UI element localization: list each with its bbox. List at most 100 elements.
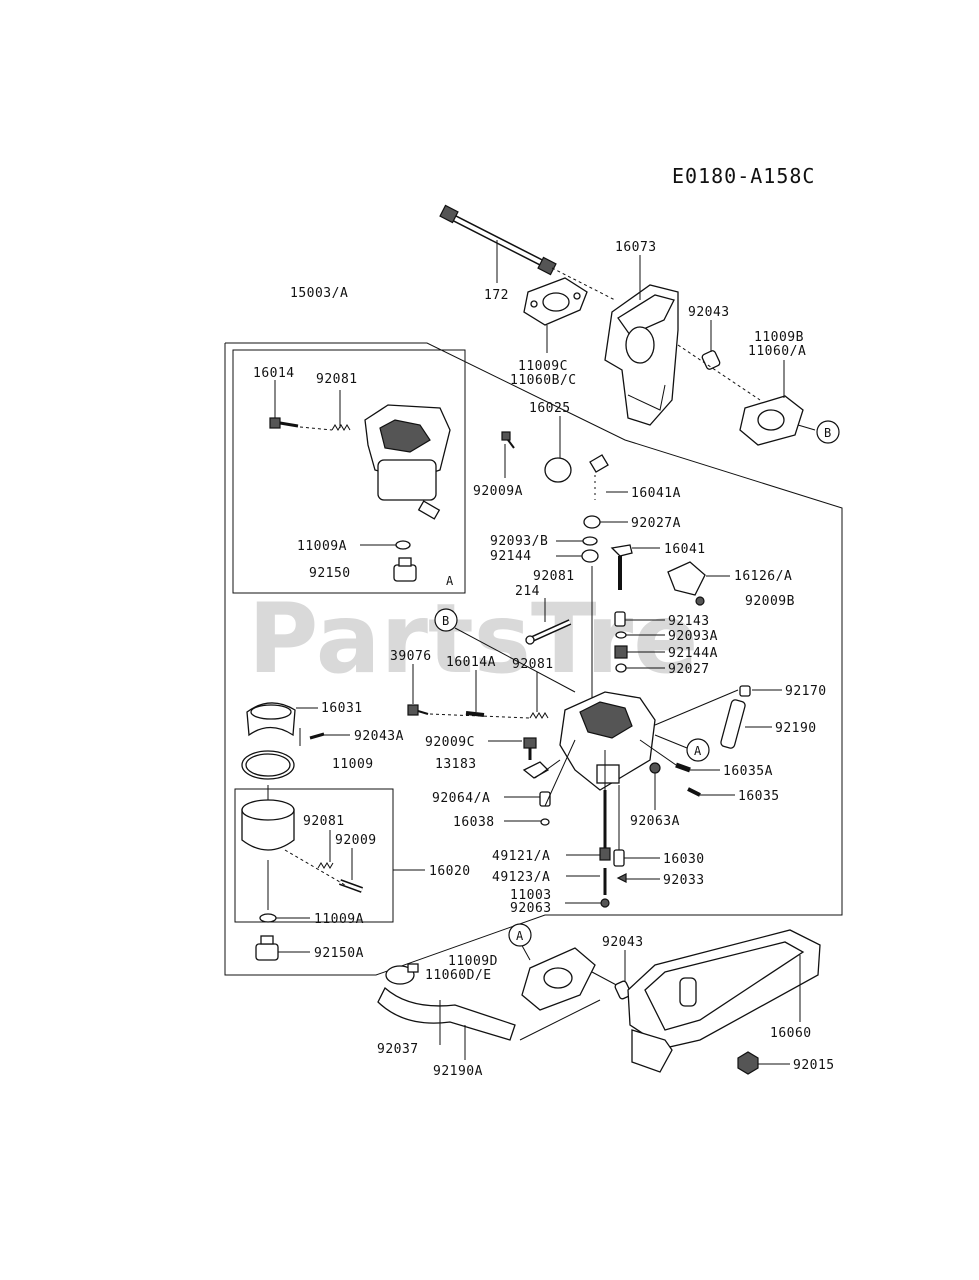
label-16014: 16014 [253, 366, 295, 381]
label-172: 172 [484, 288, 509, 303]
hose-92190a [377, 986, 516, 1041]
label-16041: 16041 [664, 542, 706, 557]
label-92043a: 92043A [354, 729, 404, 744]
gasket-11009d [521, 947, 596, 1011]
label-11009a: 11009A [314, 912, 364, 927]
pin-16030 [613, 849, 625, 867]
svg-text:A: A [516, 929, 524, 943]
insulator-16073 [604, 284, 679, 426]
svg-text:B: B [824, 426, 831, 440]
label-92009a: 92009A [473, 484, 523, 499]
washer-92093a [615, 631, 627, 639]
label-92190: 92190 [775, 721, 817, 736]
spring-92081-mid [529, 712, 549, 719]
label-39076: 39076 [390, 649, 432, 664]
pin-92170 [739, 685, 751, 697]
label-16060: 16060 [770, 1026, 812, 1041]
washer-11009a [259, 913, 277, 923]
label-92150a: 92150A [314, 946, 364, 961]
bracket-13183 [522, 761, 550, 779]
callout-a-inset: A [446, 574, 454, 588]
screw-92009-bowl [338, 879, 364, 893]
label-16073: 16073 [615, 240, 657, 255]
oring-16038 [540, 818, 550, 826]
label-49123a: 49123/A [492, 870, 550, 885]
diagram-code: E0180-A158C [672, 164, 815, 188]
gasket-11009b [739, 395, 804, 446]
inset-box-a [232, 349, 466, 594]
label-16020: 16020 [429, 864, 471, 879]
label-92063: 92063 [510, 901, 552, 916]
callout-a-carb: A [654, 734, 710, 762]
label-92009b: 92009B [745, 594, 795, 609]
clamp-16031 [246, 702, 296, 737]
label-92081-a: 92081 [533, 569, 575, 584]
label-92043-top: 92043 [688, 305, 730, 320]
label-16025: 16025 [529, 401, 571, 416]
label-92043-bottom: 92043 [602, 935, 644, 950]
label-92144a: 92144A [668, 646, 718, 661]
needle-49121a [599, 790, 611, 861]
clip-92033 [616, 873, 627, 883]
needle-92143 [614, 611, 626, 627]
carburetor-inset [364, 404, 451, 520]
label-214: 214 [515, 584, 540, 599]
pin-92043a [309, 732, 325, 740]
inset-box-16020 [234, 788, 394, 923]
diaphragm-16025 [544, 457, 572, 483]
shaft-16041 [610, 544, 633, 590]
assembly-outline [224, 342, 843, 976]
svg-text:A: A [446, 574, 454, 588]
label-92144: 92144 [490, 549, 532, 564]
screw-39076 [407, 704, 429, 716]
label-92015: 92015 [793, 1058, 835, 1073]
shaft-172 [439, 204, 557, 276]
label-13183: 13183 [435, 757, 477, 772]
label-16041a: 16041A [631, 486, 681, 501]
oring-92027a [583, 515, 601, 529]
plug-92150a [255, 935, 279, 961]
label-92064a: 92064/A [432, 791, 490, 806]
label-11060de: 11060D/E [425, 968, 492, 983]
label-11003: 11003 [510, 888, 552, 903]
label-92063a: 92063A [630, 814, 680, 829]
label-92081-b: 92081 [512, 657, 554, 672]
pin-92043-top [701, 350, 721, 370]
label-11009b: 11009B [754, 330, 804, 345]
label-92093b: 92093/B [490, 534, 548, 549]
label-92170: 92170 [785, 684, 827, 699]
callout-a-bottom: A [508, 923, 532, 947]
screw-16014a [465, 711, 485, 717]
spring-92081-bowl [317, 862, 334, 869]
label-11009d: 11009D [448, 954, 498, 969]
label-15003a: 15003/A [290, 286, 348, 301]
label-16038: 16038 [453, 815, 495, 830]
label-16014a: 16014A [446, 655, 496, 670]
label-92150: 92150 [309, 566, 351, 581]
label-92009c: 92009C [425, 735, 475, 750]
label-16035a: 16035A [723, 764, 773, 779]
label-92093a: 92093A [668, 629, 718, 644]
clamp-92037 [385, 963, 419, 985]
label-16035: 16035 [738, 789, 780, 804]
pin-92043-bottom [614, 980, 632, 1000]
label-92143: 92143 [668, 614, 710, 629]
label-11009c: 11009C [518, 359, 568, 374]
tube-92190 [720, 699, 746, 749]
label-16030: 16030 [663, 852, 705, 867]
label-92081-inset: 92081 [316, 372, 358, 387]
callout-b-mid: B [434, 608, 576, 693]
seal-92144a [614, 645, 628, 659]
washer-11009a-inset [395, 540, 411, 550]
plate-16126a [667, 561, 706, 596]
plug-92150 [393, 557, 417, 582]
label-49121a: 49121/A [492, 849, 550, 864]
bowl-16020 [241, 799, 295, 851]
screw-92063a [649, 762, 661, 774]
label-92033: 92033 [663, 873, 705, 888]
screw-92009b [695, 596, 705, 606]
svg-text:A: A [694, 744, 702, 758]
label-11009: 11009 [332, 757, 374, 772]
screw-16035 [687, 787, 701, 797]
